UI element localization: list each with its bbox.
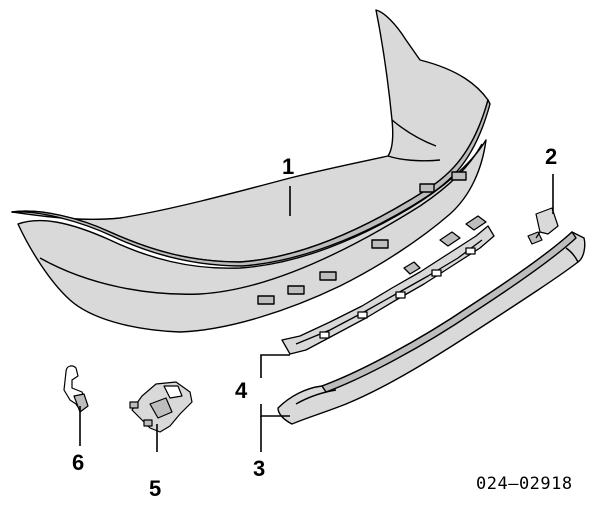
rear-bumper-cover <box>11 9 491 333</box>
callout-3: 3 <box>253 456 266 481</box>
callout-2: 2 <box>545 144 558 169</box>
side-mounting-bracket <box>129 381 193 433</box>
retaining-clip <box>63 365 89 413</box>
bumper-reinforcement-bracket <box>281 215 495 355</box>
diagram-id: 024–02918 <box>476 474 573 494</box>
callout-6: 6 <box>72 450 85 475</box>
small-bracket-clip <box>527 207 559 245</box>
lower-valance-trim <box>277 231 586 425</box>
leader-line-4a <box>260 354 290 378</box>
callout-5: 5 <box>149 476 162 501</box>
leader-lines <box>79 174 554 452</box>
callout-1: 1 <box>282 154 295 179</box>
callout-4: 4 <box>235 378 248 403</box>
